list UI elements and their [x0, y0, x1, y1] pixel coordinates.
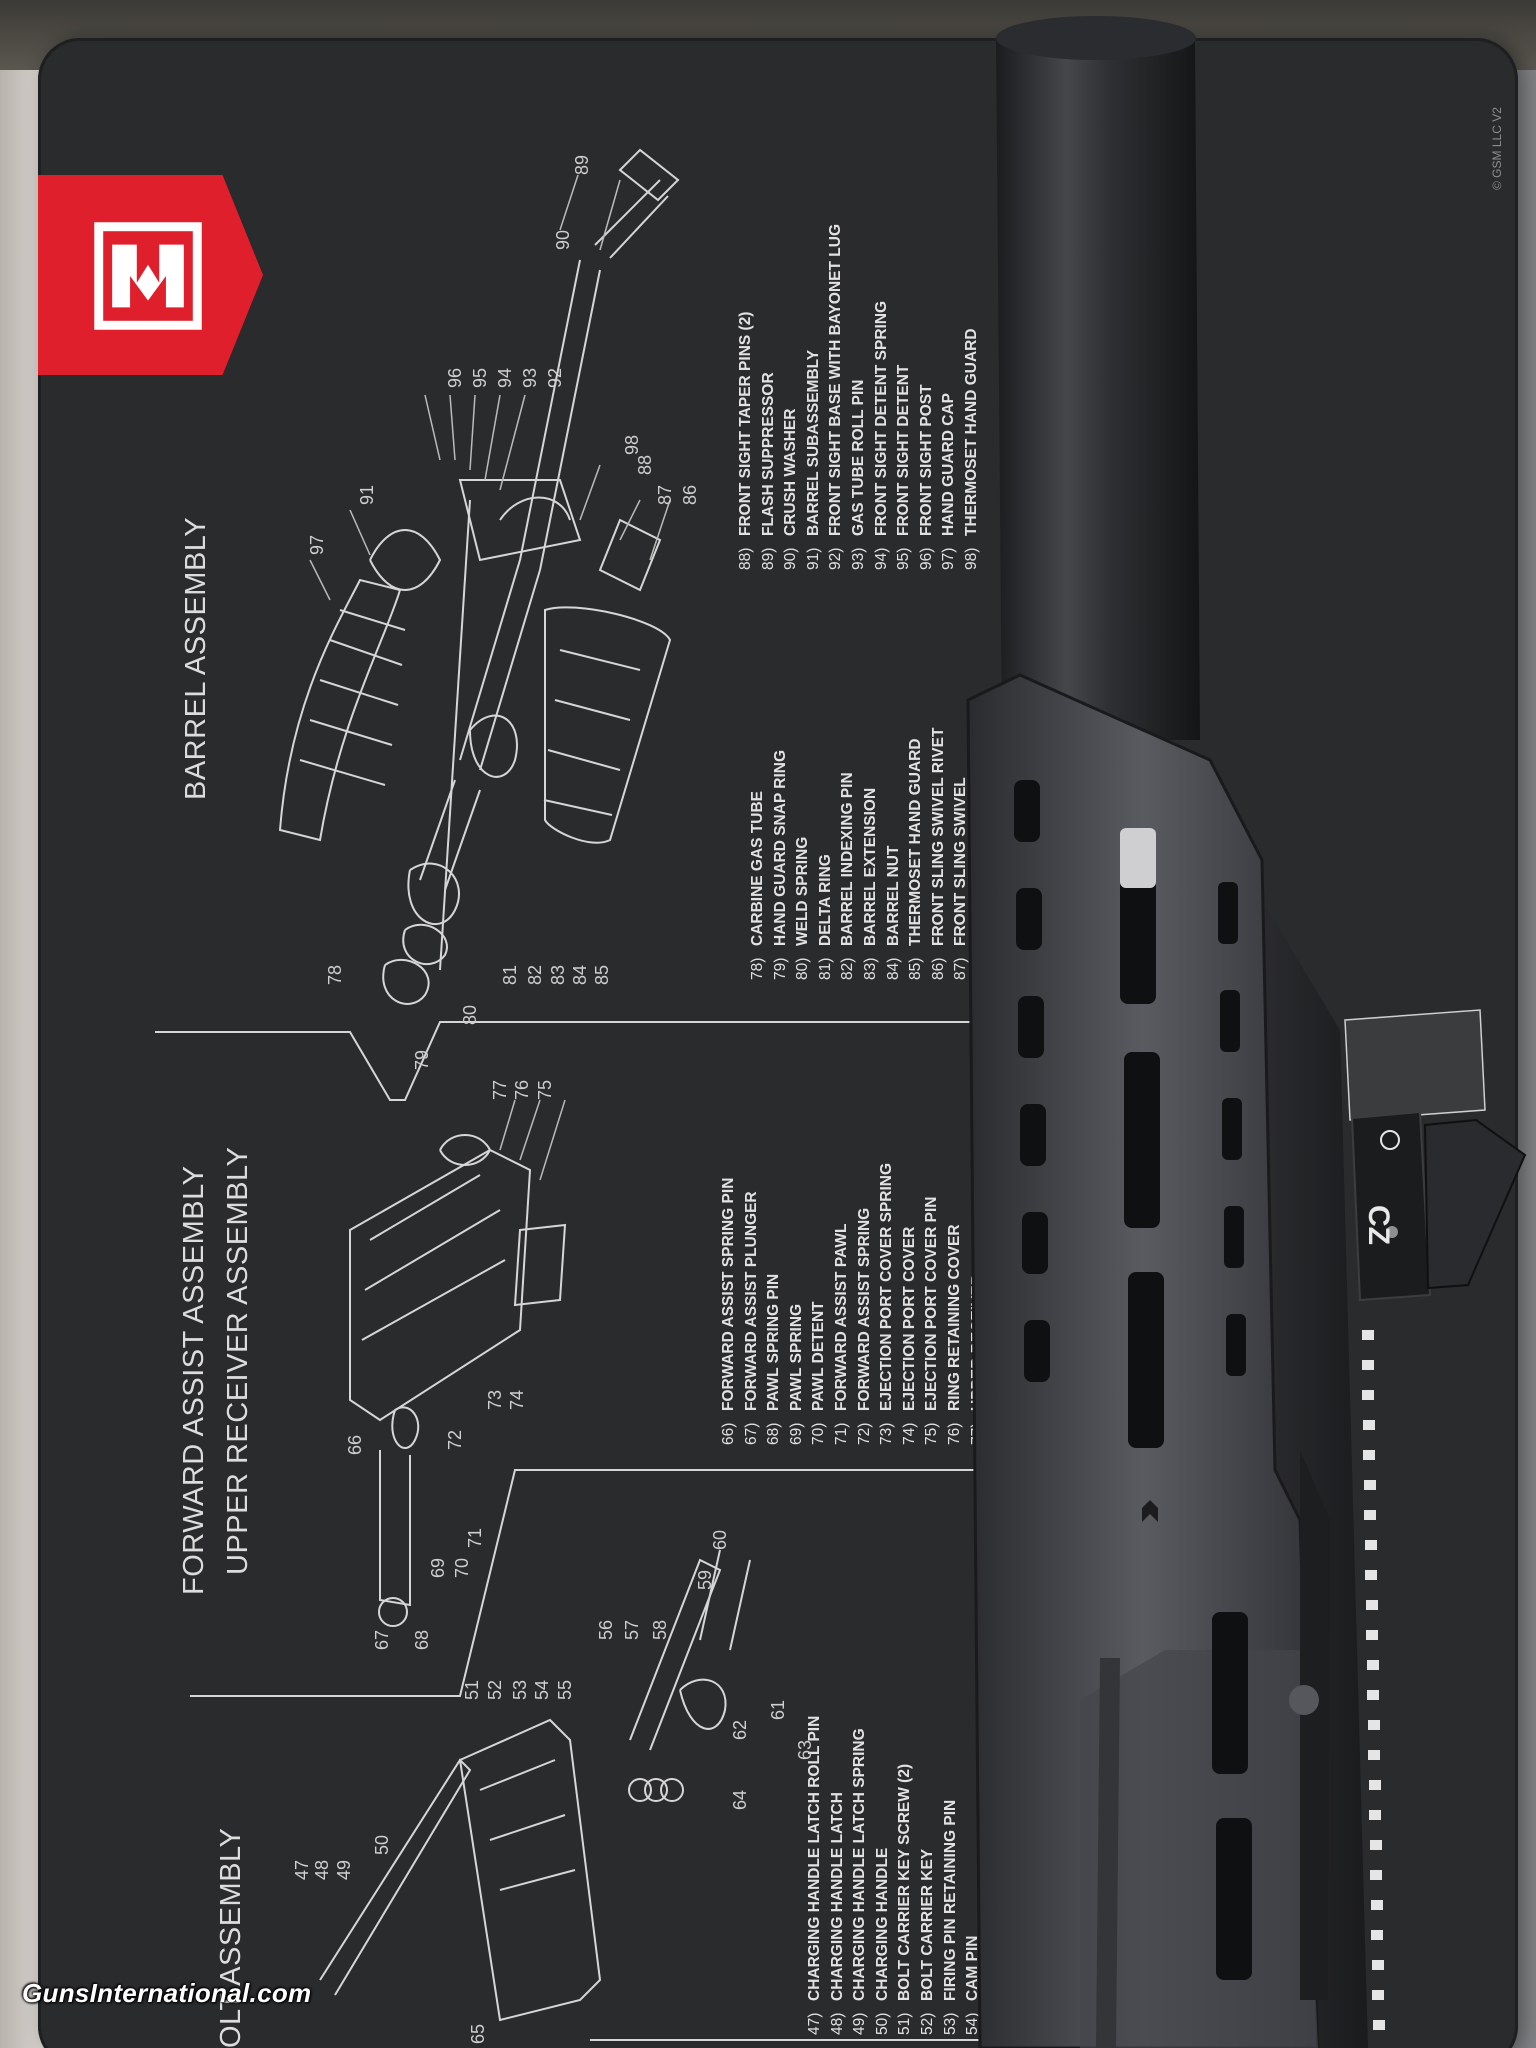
cz-brand-mark: CZ: [1362, 1205, 1395, 1245]
brand-logo-icon: [94, 222, 202, 330]
watermark: GunsInternational.com: [22, 1978, 312, 2008]
